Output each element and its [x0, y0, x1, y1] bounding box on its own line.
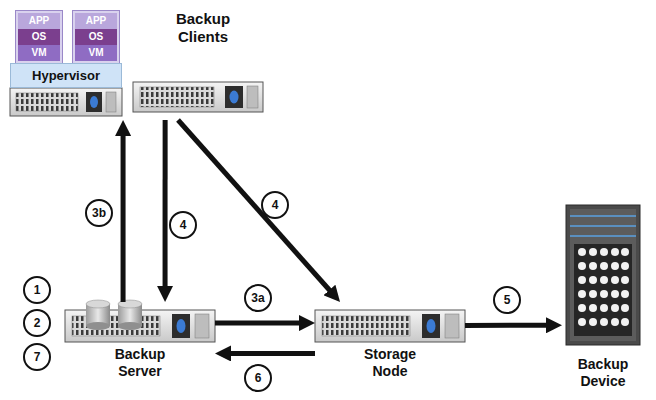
vm-layer-label: APP — [18, 13, 60, 29]
server-node: Backup Server — [65, 302, 215, 380]
flow-arrow — [178, 120, 335, 296]
server-chassis — [133, 82, 263, 112]
vm-layer-label: VM — [75, 45, 117, 61]
group-heading: Backup Clients — [158, 10, 248, 46]
callout-number: 7 — [23, 343, 51, 371]
callout-number: 1 — [23, 276, 51, 304]
flow-arrow — [465, 323, 554, 328]
vm-stack: APPOSVM — [72, 10, 120, 64]
flow-arrow — [223, 351, 315, 356]
server-chassis — [10, 88, 122, 116]
disk-cylinder — [86, 300, 142, 330]
vm-layer-label: VM — [18, 45, 60, 61]
server-chassis — [315, 310, 465, 342]
step-number: 4 — [261, 191, 289, 219]
vm-layer-label: OS — [18, 29, 60, 45]
hypervisor-band: Hypervisor — [10, 63, 122, 88]
step-number: 5 — [493, 286, 521, 314]
hypervisor-label: Hypervisor — [32, 67, 100, 84]
step-number: 4 — [169, 211, 197, 239]
node-caption: Backup Device — [568, 356, 638, 390]
step-number: 3b — [85, 199, 113, 227]
vm-stack: APPOSVM — [15, 10, 63, 64]
server-node: Storage Node — [315, 302, 465, 380]
node-caption: Backup Server — [100, 346, 180, 380]
backup-device: Backup Device — [562, 205, 644, 390]
tape-library-rack — [566, 205, 640, 345]
flow-arrow — [121, 128, 126, 302]
vm-layer-label: APP — [75, 13, 117, 29]
flow-arrow — [163, 120, 168, 294]
flow-arrow — [215, 321, 307, 326]
step-number: 3a — [244, 284, 272, 312]
vm-layer-label: OS — [75, 29, 117, 45]
node-caption: Storage Node — [350, 346, 430, 380]
client-group: Backup ClientsAPPOSVMAPPOSVMHypervisor — [8, 4, 266, 120]
step-number: 6 — [244, 364, 272, 392]
callout-number: 2 — [23, 309, 51, 337]
